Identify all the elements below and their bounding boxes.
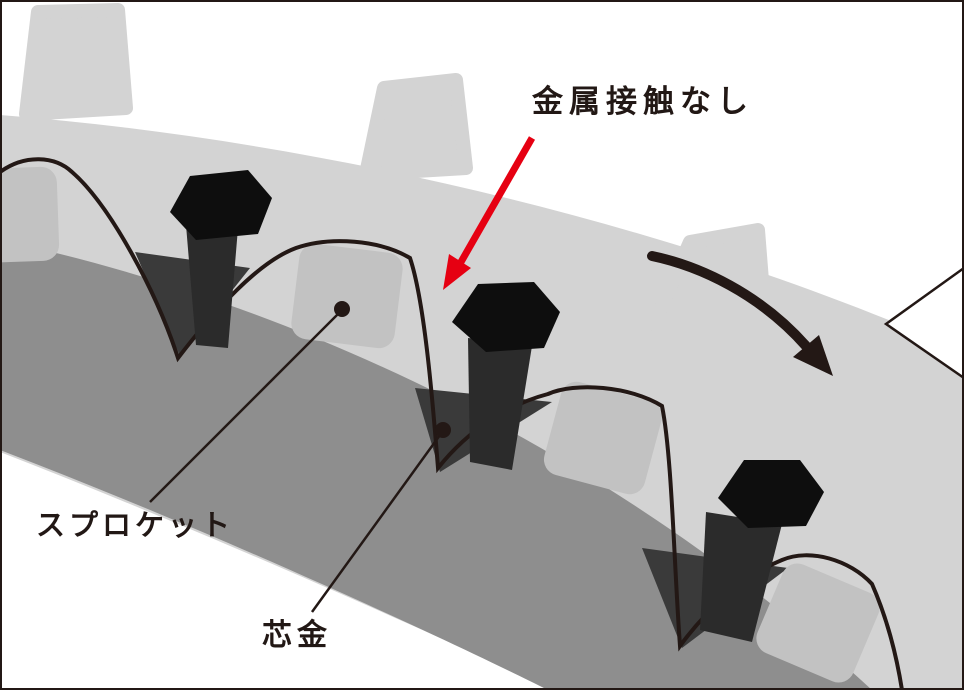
red-arrow-shaft [457, 136, 536, 264]
core-metal-bolt [170, 170, 272, 348]
red-arrow-head [443, 254, 471, 290]
core-metal-label: 芯金 [262, 618, 332, 653]
sprocket-label: スプロケット [36, 508, 234, 542]
break-mark [886, 268, 964, 378]
bolt-head [170, 170, 272, 240]
rotation-arrow-icon [647, 251, 833, 376]
break-mark-outline [883, 266, 964, 380]
rotation-arrow-shaft [647, 251, 811, 351]
no-contact-arrow-icon [443, 136, 536, 290]
sprocket-tooth [756, 563, 880, 683]
bolt-shank [700, 512, 782, 642]
sprocket-tooth [543, 381, 663, 495]
rotation-arrow-head [793, 335, 833, 376]
bolt-shank [468, 338, 532, 470]
core-metal-bolt [452, 282, 560, 470]
bolt-head [452, 282, 560, 352]
track-lug [359, 73, 473, 181]
sprocket-leader-line [149, 313, 339, 503]
bolt-head [718, 460, 824, 528]
core-metal-bolt [700, 460, 824, 642]
core-metal-point-dot [435, 422, 451, 438]
sprocket-tooth [291, 243, 403, 349]
sprocket-tooth [0, 166, 60, 264]
sprocket-point-dot [334, 301, 350, 317]
track-lug [19, 3, 133, 121]
core-metal-leader-line [310, 434, 442, 613]
no-metal-contact-label: 金属接触なし [531, 84, 754, 120]
bolt-shank [186, 225, 238, 348]
